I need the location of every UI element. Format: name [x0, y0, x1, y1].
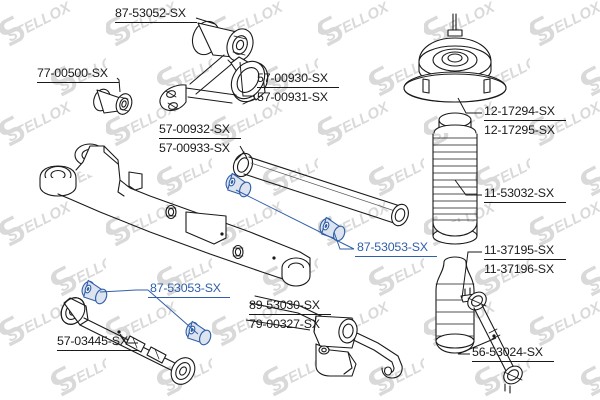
label-57-00931-sx[interactable]: 57-00931-SX	[257, 90, 328, 104]
label-rule-57-00930	[257, 87, 339, 88]
label-rule-87-53053-upper	[355, 256, 437, 257]
label-rule-57-00932	[159, 138, 241, 139]
label-12-17295-sx[interactable]: 12-17295-SX	[484, 123, 555, 137]
label-rule-56-53024	[472, 361, 554, 362]
label-89-53030-sx[interactable]: 89-53030-SX	[249, 298, 320, 312]
label-87-53053-sx-lower[interactable]: 87-53053-SX	[150, 281, 221, 295]
label-57-03445-sx[interactable]: 57-03445-SX	[57, 334, 128, 348]
label-rule-12-17294	[484, 120, 566, 121]
label-77-00500-sx[interactable]: 77-00500-SX	[37, 66, 108, 80]
label-87-53052-sx[interactable]: 87-53052-SX	[115, 6, 186, 20]
label-11-37196-sx[interactable]: 11-37196-SX	[484, 262, 554, 276]
label-87-53053-sx-upper[interactable]: 87-53053-SX	[357, 240, 428, 254]
label-11-53032-sx[interactable]: 11-53032-SX	[484, 186, 554, 200]
label-11-37195-sx[interactable]: 11-37195-SX	[484, 243, 554, 257]
label-57-00930-sx[interactable]: 57-00930-SX	[257, 71, 328, 85]
label-rule-87-53052	[115, 22, 197, 23]
label-57-00932-sx[interactable]: 57-00932-SX	[159, 122, 230, 136]
label-rule-11-53032	[484, 202, 566, 203]
label-rule-77-00500	[37, 82, 119, 83]
label-57-00933-sx[interactable]: 57-00933-SX	[159, 141, 230, 155]
label-79-00327-sx[interactable]: 79-00327-SX	[249, 317, 320, 331]
label-rule-87-53053-lower	[148, 297, 230, 298]
label-56-53024-sx[interactable]: 56-53024-SX	[472, 345, 543, 359]
label-12-17294-sx[interactable]: 12-17294-SX	[484, 104, 555, 118]
label-rule-11-37195	[484, 259, 566, 260]
label-rule-89-53030	[249, 314, 331, 315]
label-rule-57-03445	[57, 350, 139, 351]
